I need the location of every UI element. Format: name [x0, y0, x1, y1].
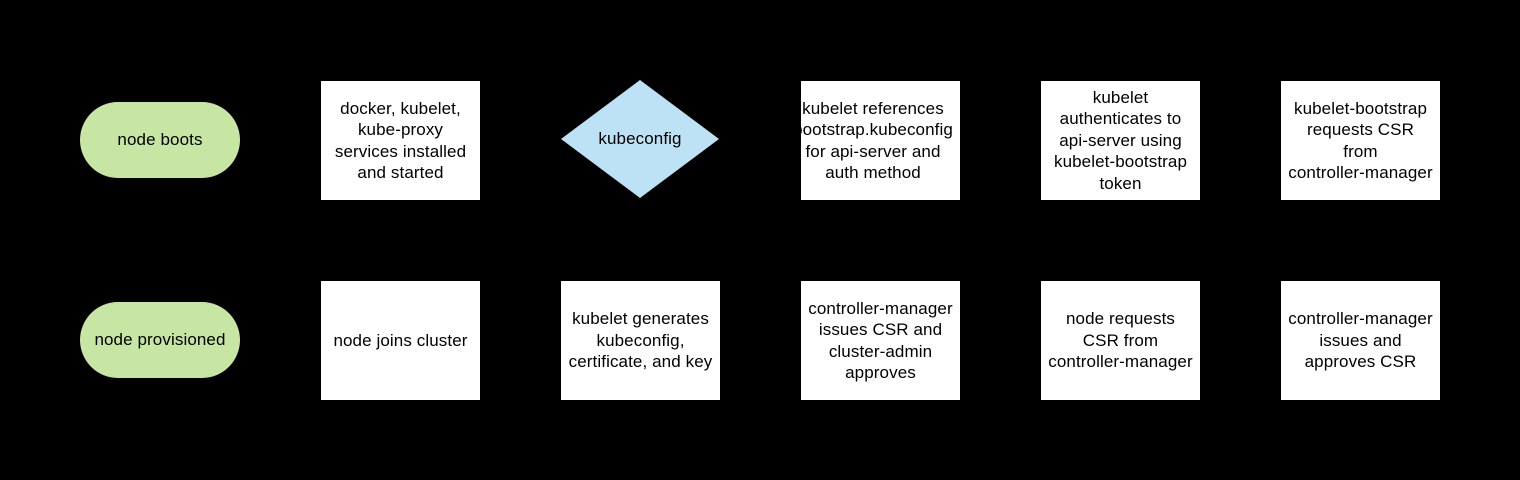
node-kubelet-authenticates[interactable]: kubelet authenticates to api-server usin… [1041, 81, 1200, 200]
node-node-provisioned[interactable]: node provisioned [80, 302, 240, 378]
node-label: kubelet references bootstrap.kubeconfig … [793, 98, 953, 183]
node-label: kubelet authenticates to api-server usin… [1053, 87, 1188, 193]
node-label: node provisioned [94, 330, 226, 350]
node-label: controller-manager issues and approves C… [1288, 309, 1433, 372]
node-label: docker, kubelet, kube-proxy services ins… [334, 98, 467, 183]
node-label: node boots [117, 130, 203, 150]
node-label: node joins cluster [333, 330, 468, 350]
node-node-boots[interactable]: node boots [80, 102, 240, 178]
node-kubeconfig[interactable]: kubeconfig [561, 80, 719, 198]
node-label: controller-manager issues CSR and cluste… [808, 298, 953, 383]
node-node-joins-cluster[interactable]: node joins cluster [321, 281, 480, 400]
node-kubelet-references-bootstrap[interactable]: kubelet references bootstrap.kubeconfig … [793, 81, 960, 200]
node-kubelet-generates[interactable]: kubelet generates kubeconfig, certificat… [561, 281, 720, 400]
node-services-installed[interactable]: docker, kubelet, kube-proxy services ins… [321, 81, 480, 200]
diamond-shape-icon [561, 80, 719, 198]
node-label: node requests CSR from controller-manage… [1048, 309, 1193, 372]
node-node-requests-csr[interactable]: node requests CSR from controller-manage… [1041, 281, 1200, 400]
node-label: kubelet-bootstrap requests CSR from cont… [1288, 98, 1433, 183]
node-controller-manager-issues-csr[interactable]: controller-manager issues CSR and cluste… [801, 281, 960, 400]
node-kubelet-bootstrap-requests-csr[interactable]: kubelet-bootstrap requests CSR from cont… [1281, 81, 1440, 200]
node-label: kubelet generates kubeconfig, certificat… [568, 309, 713, 372]
node-controller-manager-issues-approves[interactable]: controller-manager issues and approves C… [1281, 281, 1440, 400]
node-label: kubeconfig [598, 129, 682, 149]
